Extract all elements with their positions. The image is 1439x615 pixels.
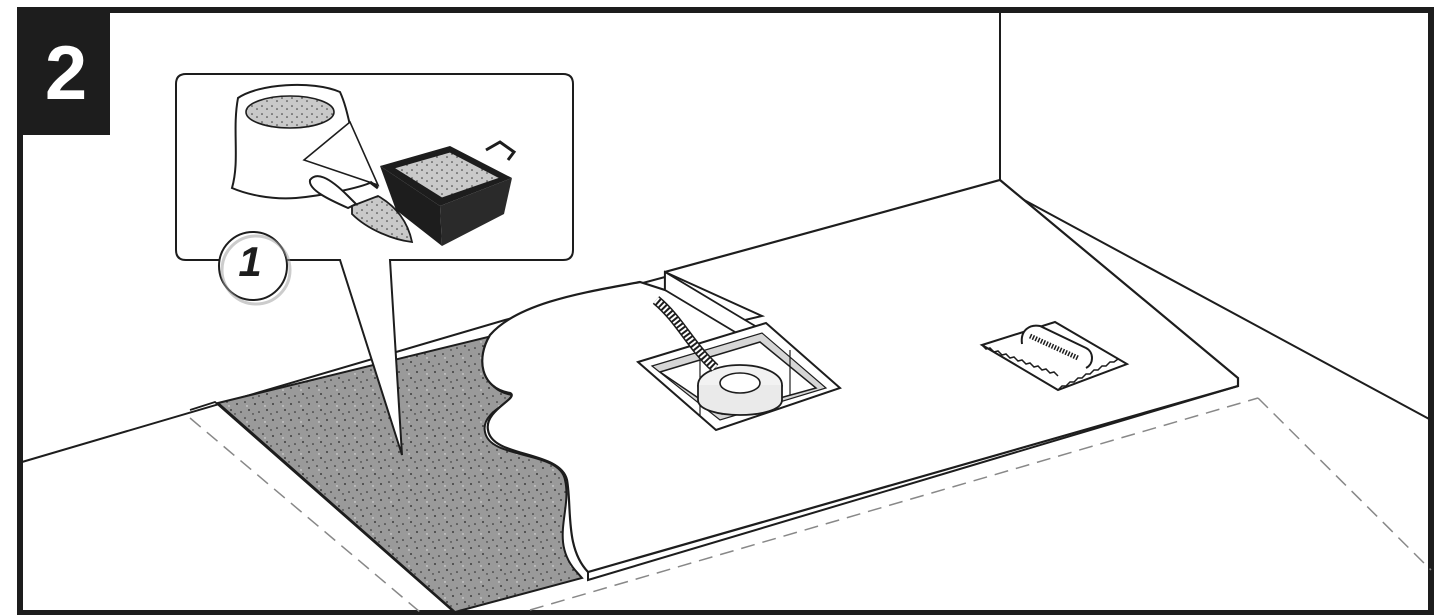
mixing-tub-icon [369,140,517,246]
trowel-icon [308,175,414,244]
board-thickness-edge [587,385,1239,582]
sub-step-number: 1 [238,238,262,285]
dashed-guide-right [1257,397,1432,571]
sub-step-circle [218,231,288,301]
dashed-guide-left [189,417,421,613]
dashed-guide-bottom [529,397,1259,611]
mortar-bag-icon [230,83,380,200]
floor-drain-icon [635,296,842,432]
notched-trowel-icon [979,320,1130,392]
step-number-badge: 2 [22,12,110,135]
